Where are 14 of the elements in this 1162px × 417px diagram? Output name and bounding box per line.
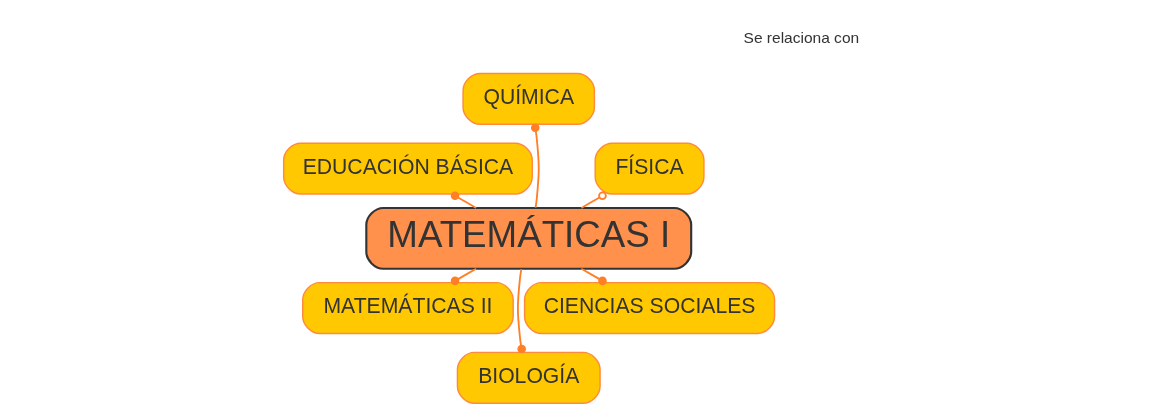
label: Se relaciona con: [743, 29, 860, 47]
node-box: EDUCACIÓN BÁSICA: [282, 142, 533, 195]
node-box: FÍSICA: [594, 142, 705, 195]
node-box: MATEMÁTICAS I: [365, 206, 693, 270]
connector: [516, 268, 526, 354]
node-box: MATEMÁTICAS II: [302, 281, 514, 335]
connector: [450, 191, 478, 209]
connector: [450, 267, 478, 286]
connector: [580, 267, 607, 286]
node-box: BIOLOGÍA: [456, 351, 601, 404]
connector: [530, 123, 540, 209]
node-box: CIENCIAS SOCIALES: [523, 281, 776, 335]
connector: [580, 191, 607, 209]
node-box: QUÍMICA: [462, 72, 596, 125]
